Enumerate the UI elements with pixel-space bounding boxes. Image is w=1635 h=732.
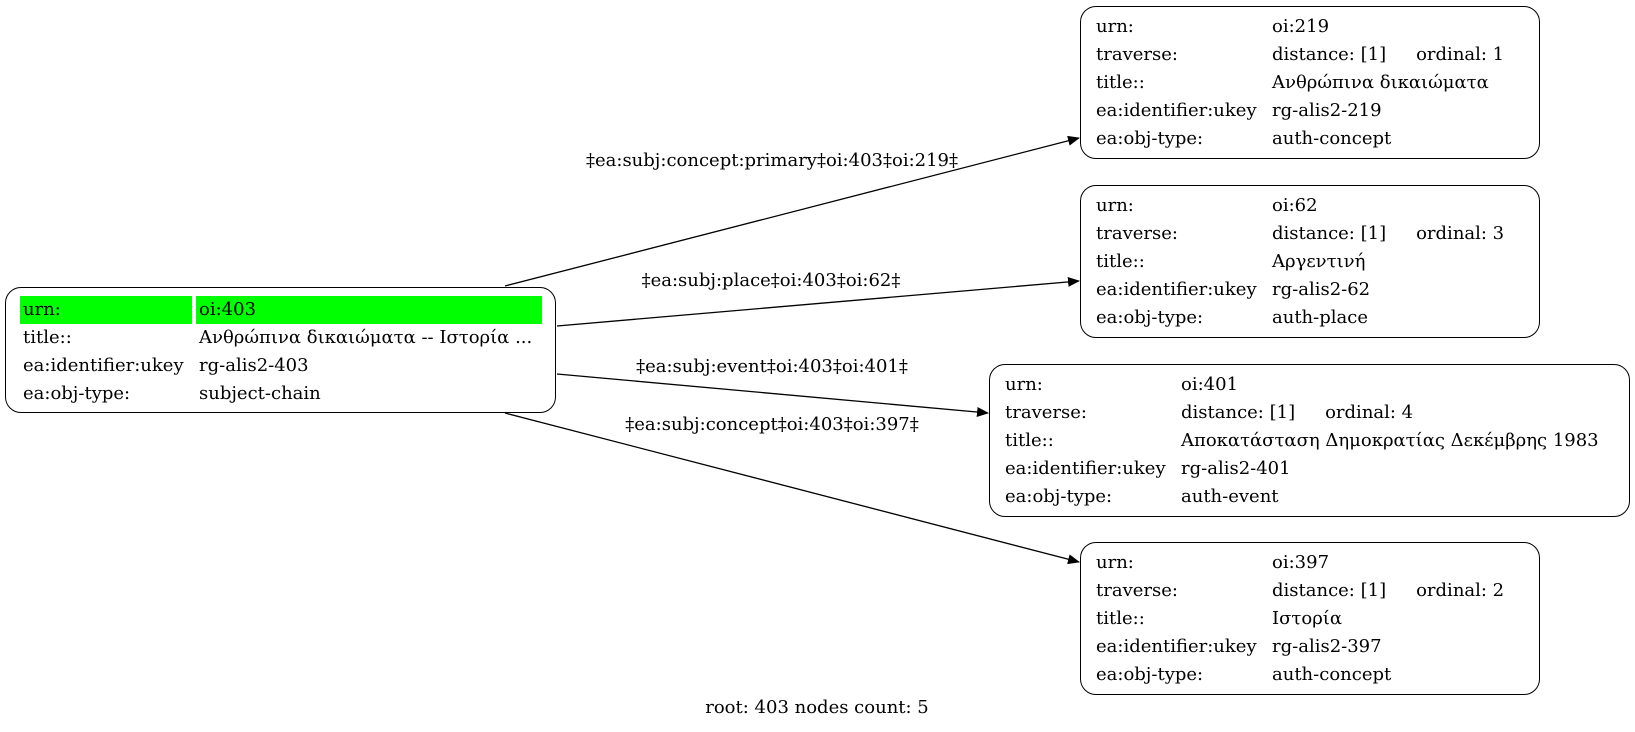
root-ukey-value: rg-alis2-403: [199, 355, 309, 376]
root-node[interactable]: urn: oi:403 title:: Ανθρώπινα δικαιώματα…: [5, 287, 556, 413]
graph-footer: root: 403 nodes count: 5: [705, 697, 929, 718]
node-urn-value: oi:62: [1272, 195, 1318, 216]
node-traverse-key: traverse:: [1096, 44, 1178, 65]
node-title-value: Ιστορία: [1272, 608, 1342, 629]
node-urn-key: urn:: [1096, 16, 1134, 37]
node-ordinal: ordinal: 3: [1416, 223, 1505, 244]
node-traverse-value: distance: [1] ordinal: 2: [1269, 577, 1507, 605]
node-traverse-key: traverse:: [1005, 402, 1087, 423]
node-type-value: auth-event: [1181, 486, 1279, 507]
root-type-key: ea:obj-type:: [23, 383, 131, 404]
root-title-value: Ανθρώπινα δικαιώματα -- Ιστορία ...: [199, 327, 533, 348]
root-type-value: subject-chain: [199, 383, 321, 404]
node-urn-value: oi:401: [1181, 374, 1239, 395]
root-type-row: ea:obj-type: subject-chain: [20, 380, 542, 408]
edge-label-concept: ‡ea:subj:concept‡oi:403‡oi:397‡: [625, 414, 919, 435]
node-oi-401[interactable]: urn: oi:401 traverse: distance: [1] ordinal…: [989, 364, 1630, 517]
node-ukey-key: ea:identifier:ukey: [1096, 636, 1257, 657]
node-traverse-value: distance: [1] ordinal: 4: [1178, 399, 1602, 427]
node-ukey-key: ea:identifier:ukey: [1096, 279, 1257, 300]
node-ukey-value: rg-alis2-401: [1181, 458, 1291, 479]
node-type-key: ea:obj-type:: [1096, 128, 1204, 149]
root-urn-row: urn: oi:403: [20, 296, 542, 324]
node-title-key: title::: [1096, 608, 1145, 629]
node-ordinal: ordinal: 4: [1325, 402, 1414, 423]
root-urn-value: oi:403: [196, 296, 542, 324]
node-oi-219[interactable]: urn: oi:219 traverse: distance: [1] ordinal…: [1080, 6, 1540, 159]
node-urn-key: urn:: [1096, 195, 1134, 216]
node-ukey-key: ea:identifier:ukey: [1096, 100, 1257, 121]
node-type-key: ea:obj-type:: [1096, 307, 1204, 328]
root-ukey-row: ea:identifier:ukey rg-alis2-403: [20, 352, 542, 380]
node-distance: distance: [1]: [1272, 44, 1387, 65]
node-oi-397[interactable]: urn: oi:397 traverse: distance: [1] ordinal…: [1080, 542, 1540, 695]
node-ordinal: ordinal: 1: [1416, 44, 1505, 65]
node-urn-value: oi:219: [1272, 16, 1330, 37]
node-traverse-key: traverse:: [1096, 223, 1178, 244]
node-type-key: ea:obj-type:: [1096, 664, 1204, 685]
edge-concept-primary: [504, 135, 1080, 287]
edge-label-event: ‡ea:subj:event‡oi:403‡oi:401‡: [636, 356, 908, 377]
node-distance: distance: [1]: [1272, 223, 1387, 244]
node-title-value: Ανθρώπινα δικαιώματα: [1272, 72, 1489, 93]
node-type-value: auth-concept: [1272, 664, 1392, 685]
node-ordinal: ordinal: 2: [1416, 580, 1505, 601]
node-urn-key: urn:: [1005, 374, 1043, 395]
node-ukey-value: rg-alis2-219: [1272, 100, 1382, 121]
root-title-row: title:: Ανθρώπινα δικαιώματα -- Ιστορία …: [20, 324, 542, 352]
node-traverse-value: distance: [1] ordinal: 3: [1269, 220, 1507, 248]
node-distance: distance: [1]: [1272, 580, 1387, 601]
edge-place: [556, 276, 1080, 327]
edge-label-place: ‡ea:subj:place‡oi:403‡oi:62‡: [641, 270, 901, 291]
node-ukey-value: rg-alis2-62: [1272, 279, 1371, 300]
node-title-key: title::: [1096, 72, 1145, 93]
node-title-value: Αργεντινή: [1272, 251, 1366, 272]
node-type-key: ea:obj-type:: [1005, 486, 1113, 507]
node-type-value: auth-place: [1272, 307, 1368, 328]
node-type-value: auth-concept: [1272, 128, 1392, 149]
node-ukey-value: rg-alis2-397: [1272, 636, 1382, 657]
node-traverse-key: traverse:: [1096, 580, 1178, 601]
node-urn-key: urn:: [1096, 552, 1134, 573]
node-oi-62[interactable]: urn: oi:62 traverse: distance: [1] ordinal:…: [1080, 185, 1540, 338]
root-ukey-key: ea:identifier:ukey: [23, 355, 184, 376]
edge-event: [556, 373, 989, 417]
node-ukey-key: ea:identifier:ukey: [1005, 458, 1166, 479]
node-distance: distance: [1]: [1181, 402, 1296, 423]
node-urn-value: oi:397: [1272, 552, 1330, 573]
node-traverse-value: distance: [1] ordinal: 1: [1269, 41, 1507, 69]
node-title-value: Αποκατάσταση Δημοκρατίας Δεκέμβρης 1983: [1181, 430, 1599, 451]
node-title-key: title::: [1096, 251, 1145, 272]
root-title-key: title::: [23, 327, 72, 348]
root-urn-key: urn:: [20, 296, 192, 324]
node-title-key: title::: [1005, 430, 1054, 451]
edge-label-concept-primary: ‡ea:subj:concept:primary‡oi:403‡oi:219‡: [586, 150, 958, 171]
edge-concept: [504, 412, 1080, 565]
